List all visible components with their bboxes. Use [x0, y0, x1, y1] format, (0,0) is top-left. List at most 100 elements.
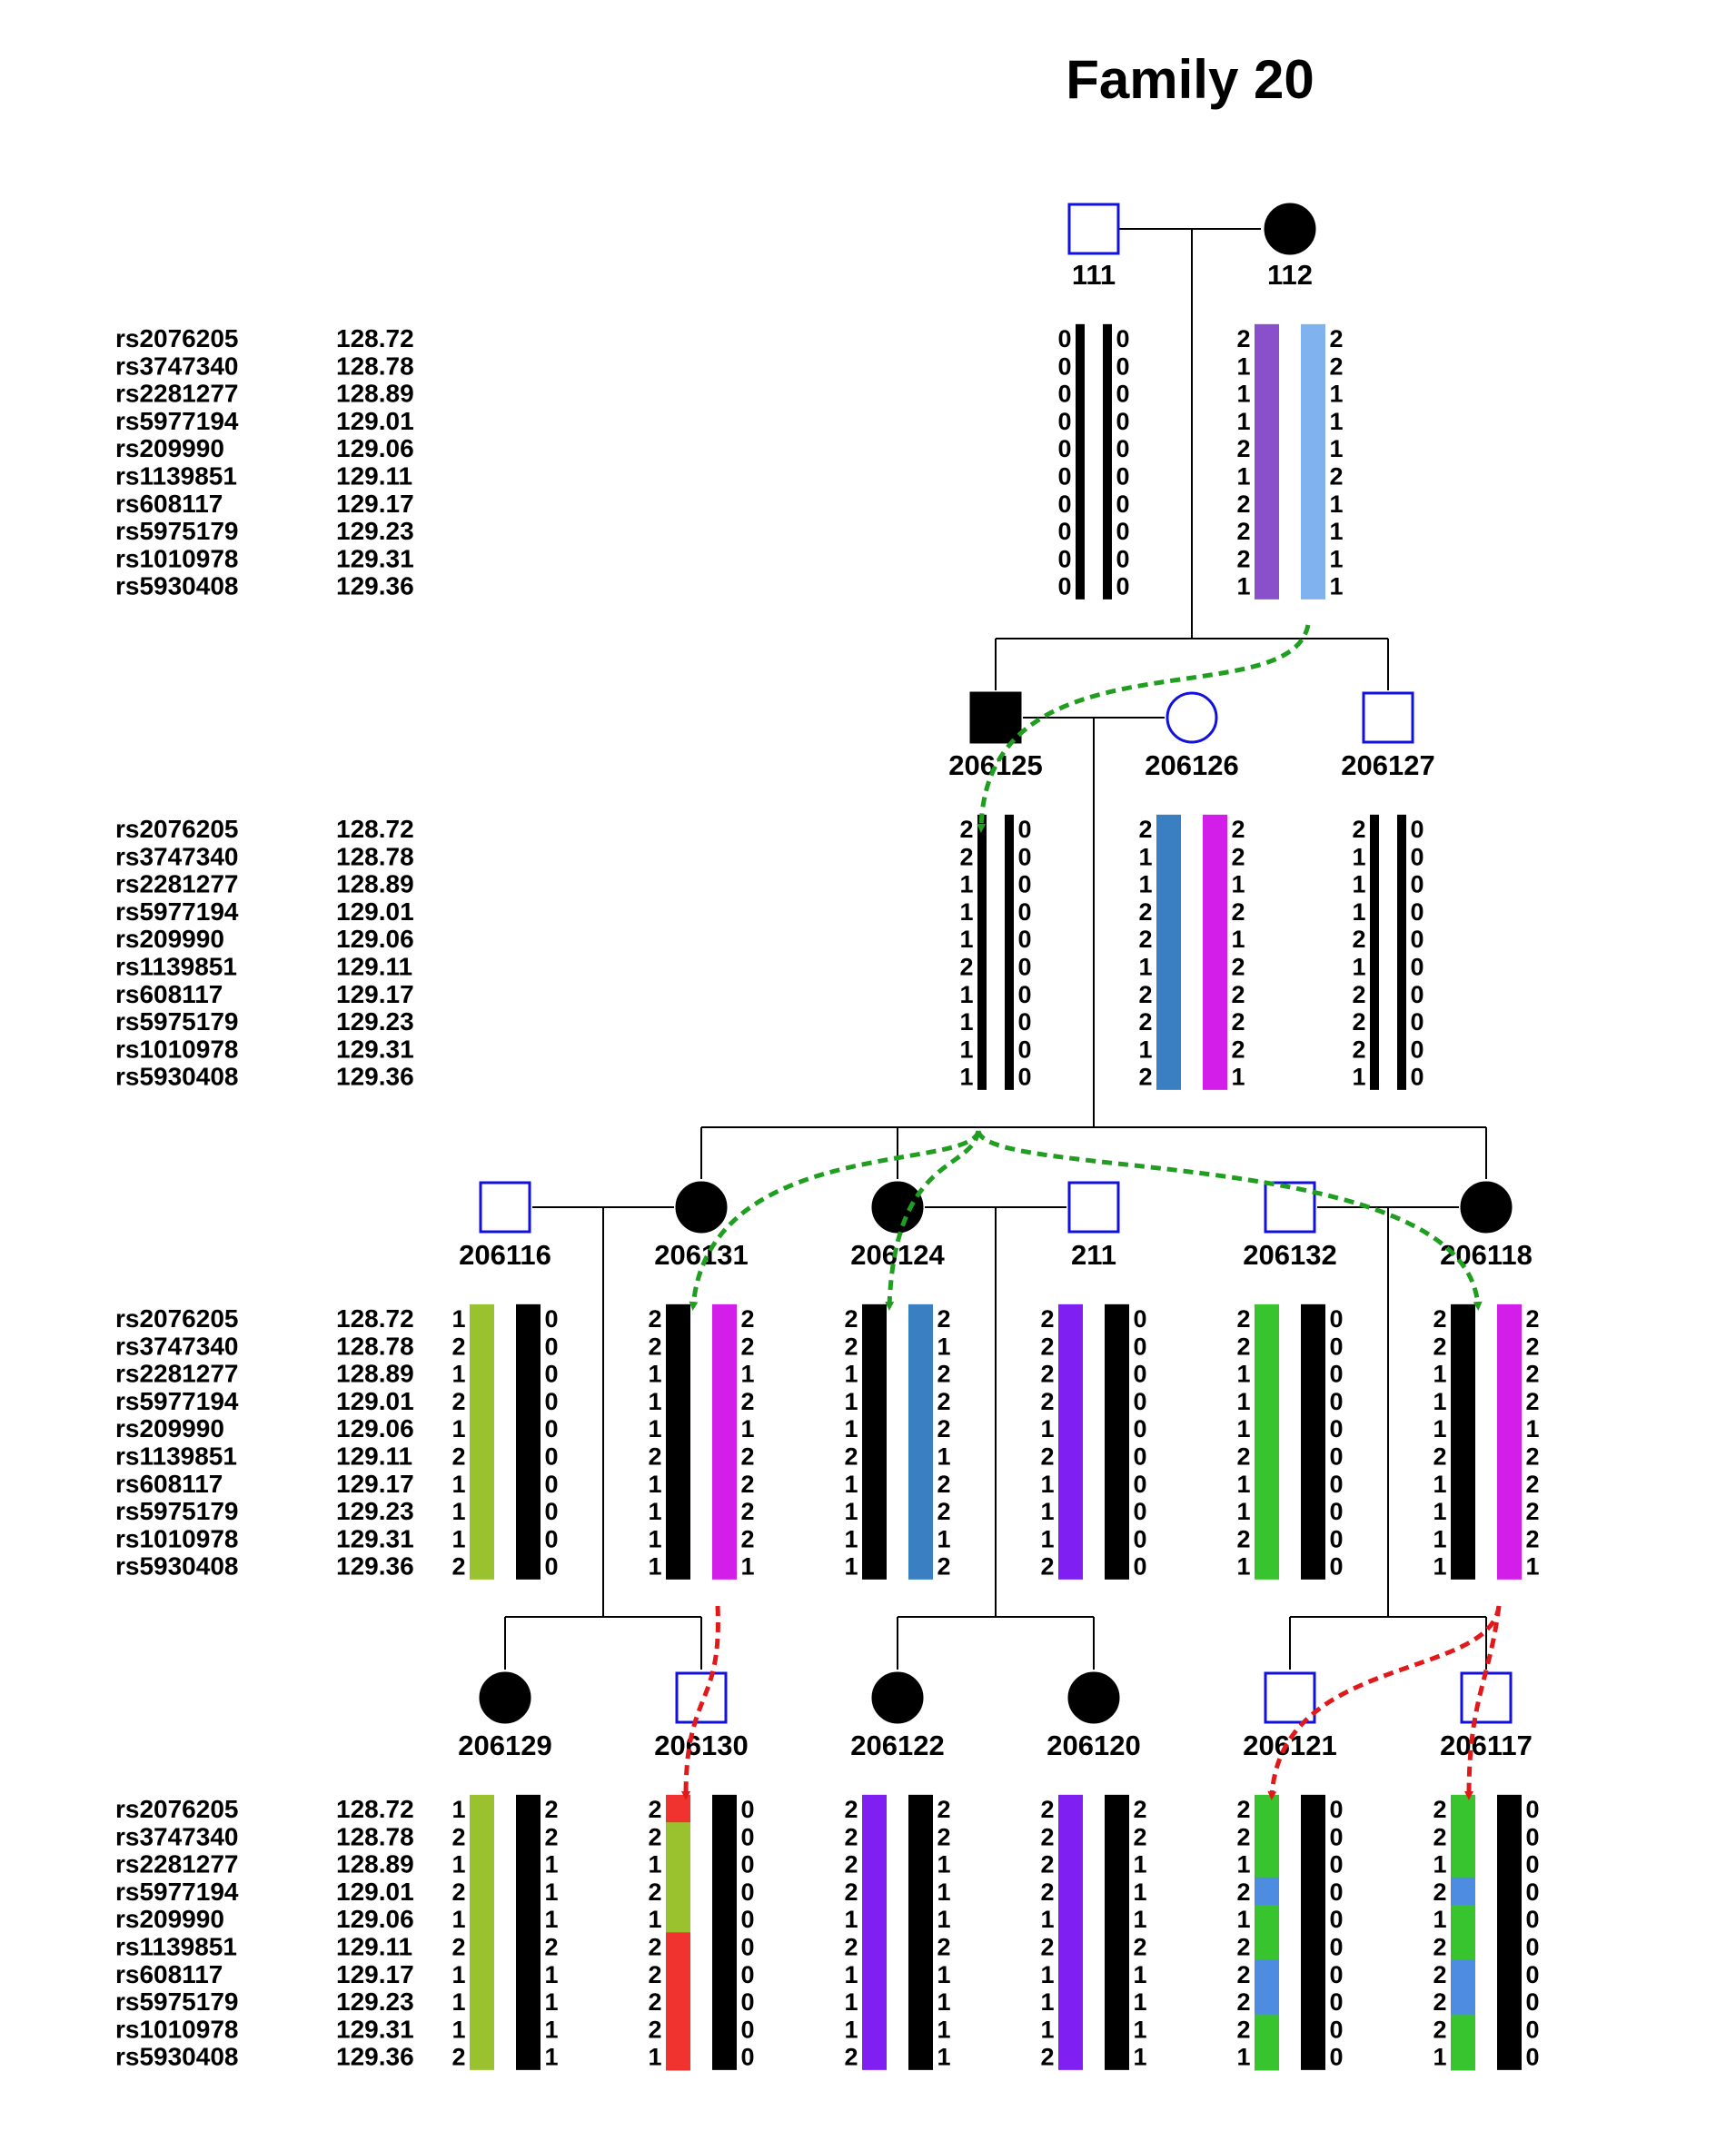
marker-id: rs3747340 — [115, 1822, 238, 1850]
allele-value: 1 — [451, 1415, 465, 1442]
haplotype-bar — [666, 1303, 690, 1580]
haplotype-segment — [1255, 1849, 1279, 1878]
allele-value: 0 — [1133, 1415, 1146, 1442]
haplotype-bar — [1005, 814, 1014, 1090]
allele-value: 1 — [1525, 1415, 1539, 1442]
individual-id-206122: 206122 — [850, 1730, 944, 1761]
haplotype-bar — [712, 1303, 737, 1580]
allele-value: 0 — [544, 1443, 558, 1471]
marker-position: 129.11 — [336, 1442, 412, 1471]
marker-id: rs5930408 — [115, 2043, 238, 2071]
allele-value: 1 — [959, 1036, 973, 1063]
allele-value: 1 — [1040, 1498, 1054, 1525]
marker-id: rs3747340 — [115, 842, 238, 870]
marker-position: 128.72 — [336, 815, 414, 843]
allele-value: 0 — [1525, 1796, 1539, 1823]
allele-value: 2 — [1525, 1333, 1539, 1360]
marker-position: 129.06 — [336, 434, 414, 462]
marker-id: rs1010978 — [115, 1524, 238, 1552]
marker-position: 129.11 — [336, 1933, 412, 1961]
marker-id: rs608117 — [115, 1470, 223, 1498]
inheritance-arrows — [681, 624, 1502, 1800]
allele-value: 1 — [1433, 1361, 1446, 1388]
allele-value: 2 — [1040, 1934, 1054, 1961]
allele-value: 1 — [1040, 1961, 1054, 1988]
allele-value: 1 — [1040, 1988, 1054, 2016]
allele-value: 2 — [1236, 545, 1250, 572]
allele-value: 2 — [544, 1796, 558, 1823]
allele-value: 1 — [1231, 1064, 1245, 1091]
haplotype-bar — [470, 1794, 494, 2070]
allele-value: 0 — [1525, 2016, 1539, 2043]
marker-position: 129.23 — [336, 1497, 414, 1525]
allele-value: 0 — [1329, 2016, 1343, 2043]
marker-position: 129.31 — [336, 2015, 414, 2043]
marker-position: 128.78 — [336, 842, 414, 870]
allele-value: 1 — [844, 1498, 858, 1525]
allele-value: 1 — [1133, 1878, 1146, 1906]
allele-value: 1 — [544, 2016, 558, 2043]
allele-value: 2 — [1236, 1443, 1250, 1471]
marker-id: rs2281277 — [115, 1850, 238, 1878]
allele-value: 1 — [844, 1961, 858, 1988]
allele-value: 2 — [937, 1471, 950, 1498]
haplotype-bar — [1497, 1794, 1522, 2070]
allele-value: 1 — [1433, 1851, 1446, 1878]
haplotype-segment — [666, 1959, 690, 1988]
marker-id: rs209990 — [115, 434, 224, 462]
marker-position: 128.89 — [336, 870, 414, 898]
haplotype-bar — [1397, 814, 1406, 1090]
allele-value: 2 — [740, 1525, 754, 1552]
marker-id: rs5977194 — [115, 407, 239, 435]
individual-id-206118: 206118 — [1440, 1239, 1533, 1271]
red-recombination-arrow — [681, 1605, 720, 1800]
marker-id: rs2076205 — [115, 1304, 238, 1333]
allele-value: 0 — [1525, 2044, 1539, 2071]
allele-value: 0 — [1525, 1988, 1539, 2016]
allele-value: 2 — [937, 1305, 950, 1333]
marker-id: rs5977194 — [115, 1387, 239, 1415]
marker-id: rs209990 — [115, 1414, 224, 1442]
allele-value: 2 — [1236, 1823, 1250, 1850]
allele-value: 0 — [1116, 491, 1129, 518]
allele-value: 2 — [1236, 518, 1250, 545]
individual-id-206116: 206116 — [459, 1239, 551, 1271]
allele-value: 0 — [1329, 1525, 1343, 1552]
allele-value: 1 — [451, 1525, 465, 1552]
allele-value: 1 — [1040, 1906, 1054, 1933]
haplotype-segment — [666, 1822, 690, 1851]
marker-id: rs2281277 — [115, 380, 238, 408]
marker-position: 129.01 — [336, 1387, 414, 1415]
allele-value: 1 — [959, 926, 973, 953]
haplotype-segment — [1451, 1794, 1475, 1823]
allele-value: 1 — [937, 1878, 950, 1906]
allele-value: 1 — [1329, 491, 1343, 518]
individual-id-206125: 206125 — [948, 749, 1042, 781]
allele-value: 2 — [1231, 981, 1245, 1008]
allele-value: 1 — [1352, 871, 1365, 898]
allele-value: 1 — [544, 2044, 558, 2071]
allele-value: 1 — [844, 1471, 858, 1498]
haplotype-segment — [1255, 2042, 1279, 2071]
allele-value: 1 — [959, 981, 973, 1008]
haplotype-bar — [1301, 1794, 1325, 2070]
haplotype-segment — [1255, 1905, 1279, 1933]
allele-value: 1 — [648, 1361, 661, 1388]
allele-value: 1 — [451, 1471, 465, 1498]
allele-value: 1 — [937, 1525, 950, 1552]
allele-value: 0 — [1017, 954, 1031, 981]
allele-value: 0 — [1133, 1333, 1146, 1360]
marker-id: rs608117 — [115, 490, 223, 518]
allele-value: 1 — [844, 1415, 858, 1442]
male-symbol-206132 — [1264, 1181, 1316, 1234]
green-inheritance-arrow — [689, 1130, 981, 1311]
allele-value: 1 — [1329, 381, 1343, 408]
allele-value: 2 — [1236, 435, 1250, 462]
allele-value: 0 — [544, 1333, 558, 1360]
allele-value: 2 — [1329, 325, 1343, 352]
marker-position: 129.06 — [336, 1905, 414, 1933]
allele-value: 2 — [1040, 1796, 1054, 1823]
haplotype-segment — [1255, 2015, 1279, 2044]
haplotype-bar — [1370, 814, 1379, 1090]
allele-value: 1 — [1352, 1064, 1365, 1091]
